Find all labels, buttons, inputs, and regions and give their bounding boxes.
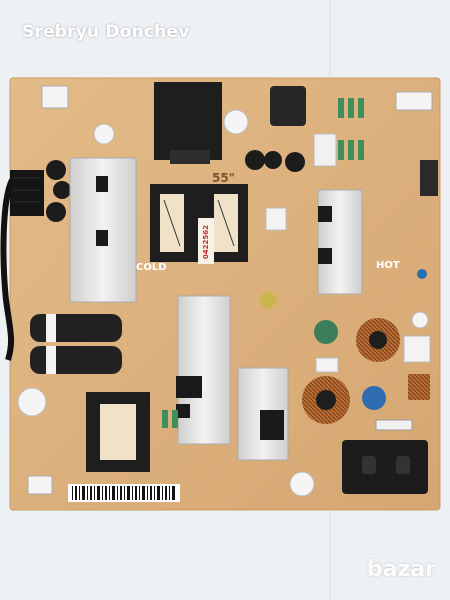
watermark-author: Srebryu Donchev [22, 22, 190, 42]
film-capacitor-top [313, 133, 337, 167]
barcode [68, 484, 180, 502]
hot-label: HOT [376, 260, 400, 271]
sticker [198, 218, 214, 264]
toroid-inductor-1 [356, 318, 400, 362]
watermark-site-logo: bazar [366, 557, 436, 582]
heatsink-right [317, 189, 363, 295]
connector-bottom-left [27, 475, 53, 495]
toroid-inductor-2 [302, 376, 350, 424]
cold-label: COLD [136, 262, 167, 273]
mounting-post-3 [17, 387, 47, 417]
power-inlet [342, 440, 428, 494]
bulk-capacitors [30, 314, 122, 374]
varistor [314, 320, 338, 344]
top-transformer [154, 82, 222, 160]
top-inductor [270, 86, 306, 126]
connector-top-right [395, 91, 433, 111]
mounting-post-2 [223, 109, 249, 135]
connector-top-left [41, 85, 69, 109]
mounting-post-4 [289, 471, 315, 497]
connector-right [420, 160, 438, 196]
small-capacitor-yellow [260, 292, 276, 308]
mounting-post-1 [93, 123, 115, 145]
wire-harness [0, 170, 44, 361]
capacitor-group-top [46, 150, 305, 222]
sticker-code: 0422562 [202, 225, 210, 259]
model-label: 55" [212, 171, 235, 185]
heatsink-bottom-left [177, 295, 231, 445]
resistor-bank-bottom [162, 410, 178, 428]
fuse [375, 419, 413, 431]
common-mode-choke [408, 374, 430, 400]
y-capacitor [362, 386, 386, 410]
